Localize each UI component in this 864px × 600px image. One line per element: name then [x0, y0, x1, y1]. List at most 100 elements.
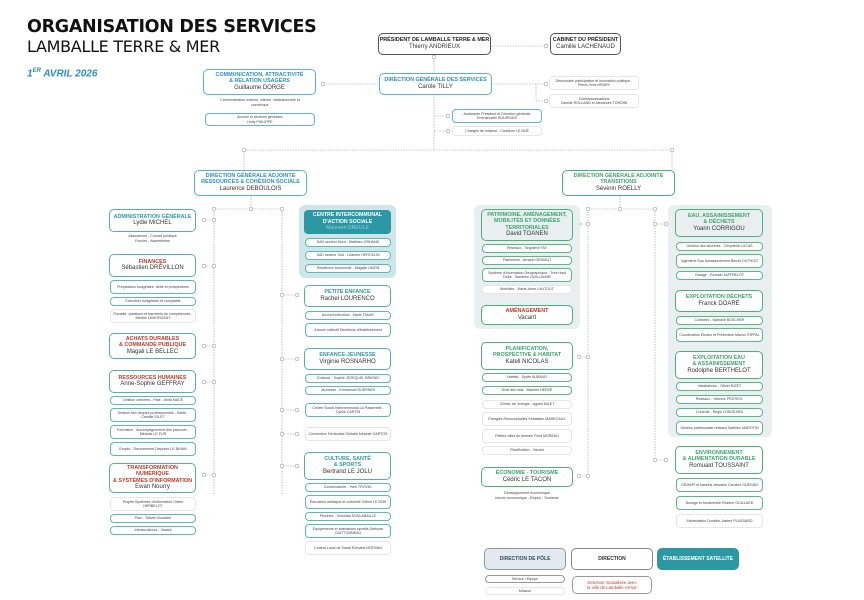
exploitation-eau-item[interactable]: Installations - Olivier BIZET [676, 382, 763, 391]
dgs-box[interactable]: DIRECTION GÉNÉRALE DES SERVICES Carole T… [379, 73, 492, 95]
planification-item-label: Droit des sols - Maxime HERVÉ [501, 388, 553, 393]
dga-transitions-box[interactable]: DIRECTION GÉNÉRALE ADJOINTE TRANSITIONS … [562, 170, 675, 196]
exploitation-eau-item[interactable]: Gestion patrimoniale réseaux Mathieu MAR… [676, 421, 763, 435]
finances-item-label: Fiscalité, dotations et transferts de co… [113, 311, 193, 320]
planification-item[interactable]: Droit des sols - Maxime HERVÉ [482, 386, 572, 395]
environnement-item[interactable]: Bocage et biodiversité Rozenn GUILLARD [676, 496, 763, 510]
petite-enfance-box[interactable]: PETITE ENFANCE Rachel LOURENCO [304, 285, 391, 307]
admin-generale-box[interactable]: ADMINISTRATION GÉNÉRALE Lydie MICHEL [109, 209, 196, 232]
petite-enfance-item[interactable]: Accueil individuel - Marie TANAY [305, 311, 391, 320]
planification-item[interactable]: Planification - Vacant [482, 446, 572, 455]
planification-item[interactable]: Habitat - Sylvie AUBAUD [482, 373, 572, 382]
exploitation-eau-title-line1: EXPLOITATION EAU [693, 354, 745, 361]
rh-item[interactable]: Emploi - Recrutement Delphine LE BIHAN [110, 442, 196, 456]
amenagement-box[interactable]: AMÉNAGEMENT Vacant [481, 305, 573, 325]
numerique-item[interactable]: Parc - Steven Boussier [110, 514, 196, 523]
finances-item[interactable]: Fiscalité, dotations et transferts de co… [110, 309, 196, 323]
patrimoine-item[interactable]: Réseaux - Ségolène FAY [482, 244, 572, 253]
cias-item[interactable]: SAD secteur Sud - Léandre HERCELIN [305, 251, 391, 260]
rh-item[interactable]: Gestion carrières - Paie - Anita MACÉ [110, 396, 196, 405]
patrimoine-item[interactable]: Système d'information Géographique - Trè… [482, 268, 572, 282]
numerique-box[interactable]: TRANSFORMATION NUMÉRIQUE & SYSTÈMES D'IN… [109, 463, 196, 493]
dechets-item[interactable]: Collectes - Nathalie BOSCHER [676, 316, 763, 325]
numerique-item[interactable]: Infrastructures - Vacant [110, 526, 196, 535]
economie-box[interactable]: ÉCONOMIE - TOURISME Cédric LE TACON [481, 467, 573, 487]
exploitation-eau-box[interactable]: EXPLOITATION EAU & ASSAINISSEMENT Rodolp… [675, 351, 763, 379]
exploitation-eau-item[interactable]: Réseaux - Yannick PRZYBYL [676, 395, 763, 404]
environnement-box[interactable]: ENVIRONNEMENT & ALIMENTATION DURABLE Rom… [675, 446, 763, 474]
dechets-item[interactable]: Coordination Études et Prévention Manon … [676, 328, 763, 342]
enfance-item[interactable]: Jeunesse - Emmanuel GUERNES [305, 386, 391, 395]
planification-item[interactable]: Énergies Renouvelables Sébastien MARECAU… [482, 412, 572, 426]
rh-item[interactable]: Gestion des risques professionnels - San… [110, 408, 196, 422]
eau-item[interactable]: Ingénierie Eau Assainissement Benoît DUT… [676, 254, 763, 268]
patrimoine-box[interactable]: PATRIMOINE, AMÉNAGEMENT, MOBILITÉS ET DO… [481, 209, 573, 241]
mission-label: Chargée de mission - Charlène LE NUÉ [465, 128, 529, 133]
patrimoine-item[interactable]: Mobilités - Marie-Anne LAUTOUT [482, 285, 572, 294]
finances-box[interactable]: FINANCES Sébastien DRÉVILLON [109, 254, 196, 277]
culture-item[interactable]: Conservatoire - Yves TROVEL [305, 483, 391, 492]
finances-item[interactable]: Préparation budgétaire, dette et prospec… [110, 280, 196, 294]
accueil-service-name: Holly PHILIPPE [247, 119, 273, 124]
cias-item-label: SAD secteur Nord - Matthieu ORHAND [316, 240, 380, 245]
cabinet-title: CABINET DU PRÉSIDENT [552, 37, 619, 44]
convention-box[interactable]: Convention Territoriale Globale Mélanie … [305, 427, 391, 441]
eau-box[interactable]: EAU, ASSAINISSEMENT & DÉCHETS Yoann CORR… [675, 209, 763, 237]
numerique-item[interactable]: Projets Systèmes d'information Olivier H… [110, 497, 196, 511]
communication-box[interactable]: COMMUNICATION, ATTRACTIVITÉ & RELATION U… [203, 69, 316, 95]
eau-item-label: Ingénierie Eau Assainissement Benoît DUT… [680, 258, 759, 263]
rh-box[interactable]: RESSOURCES HUMAINES Anne-Sophie GEFFRAY [109, 370, 196, 393]
numerique-title-line2: & SYSTÈMES D'INFORMATION [112, 477, 193, 484]
president-box[interactable]: PRÉSIDENT DE LAMBALLE TERRE & MER Thierr… [378, 33, 491, 55]
contractualisations-box[interactable]: Contractualisations Camille ROLLAND et A… [549, 94, 639, 108]
dechets-box[interactable]: EXPLOITATION DÉCHETS Franck DOARÉ [675, 290, 763, 312]
page-subtitle: LAMBALLE TERRE & MER [27, 37, 220, 56]
culture-box[interactable]: CULTURE, SANTÉ & SPORTS Bertrand LE JOLU [304, 452, 391, 480]
cabinet-box[interactable]: CABINET DU PRÉSIDENT Camille LACHENAUD [550, 33, 621, 55]
exploitation-eau-item[interactable]: Contrôle - Régis LONGEARD [676, 408, 763, 417]
culture-item-label: Contrat Local de Santé Romane MORVAN [314, 545, 382, 550]
culture-item[interactable]: Contrat Local de Santé Romane MORVAN [305, 541, 391, 555]
mission-box[interactable]: Chargée de mission - Charlène LE NUÉ [452, 126, 542, 136]
environnement-item[interactable]: GEMAPI et bassins versants Caroline GUÉG… [676, 478, 763, 492]
exploitation-eau-item-label: Gestion patrimoniale réseaux Mathieu MAR… [680, 425, 759, 430]
achats-box[interactable]: ACHATS DURABLES & COMMANDE PUBLIQUE Maga… [109, 333, 196, 359]
patrimoine-item[interactable]: Patrimoine - Arnaud DENIAUT [482, 256, 572, 265]
planification-item[interactable]: Climat, air, énergie - Agnès MILET [482, 400, 572, 409]
assistante-box[interactable]: Assistante Président et Direction généra… [452, 109, 542, 123]
planification-box[interactable]: PLANIFICATION, PROSPECTIVE & HABITAT Kat… [481, 342, 573, 370]
eau-item-label: Gestion des abonnés - Chrystelle LUCAS [686, 244, 753, 249]
eau-name: Yoann CORRIGOU [693, 225, 745, 232]
enfance-item[interactable]: Enfance - Sophie JEZEQUEL BRIEND [305, 374, 391, 383]
cias-item[interactable]: SAD secteur Nord - Matthieu ORHAND [305, 238, 391, 247]
dga-transitions-title-line1: DIRECTION GÉNÉRALE ADJOINTE [573, 172, 664, 179]
cias-header[interactable]: CENTRE INTERCOMMUNAL D'ACTION SOCIALE Ma… [304, 210, 391, 234]
culture-item[interactable]: Équipements et animations sportifs Débor… [305, 524, 391, 538]
democratie-label: Démocratie participative et innovation p… [555, 78, 633, 87]
communication-title-line1: COMMUNICATION, ATTRACTIVITÉ [215, 71, 304, 78]
democratie-box[interactable]: Démocratie participative et innovation p… [549, 76, 639, 90]
culture-item[interactable]: Piscines - Gwendal SOULABAILLE [305, 512, 391, 521]
convention-label: Convention Territoriale Globale Mélanie … [308, 431, 388, 436]
accueil-service-box[interactable]: Accueil et services généraux Holly PHILI… [205, 113, 315, 126]
eau-item[interactable]: Gestion des abonnés - Chrystelle LUCAS [676, 242, 763, 251]
dga-ressources-box[interactable]: DIRECTION GÉNÉRALE ADJOINTE RESSOURCES &… [194, 170, 307, 196]
planification-title-line1: PLANIFICATION, [505, 345, 549, 352]
environnement-item[interactable]: Alimentation Durable Justine PLASSARD [676, 514, 763, 528]
planification-item[interactable]: Petites villes de demain Flora MOREAU [482, 429, 572, 443]
patrimoine-item-label: Mobilités - Marie-Anne LAUTOUT [500, 287, 554, 292]
finances-item[interactable]: Exécution budgétaire et comptable [110, 297, 196, 306]
admin-generale-title: ADMINISTRATION GÉNÉRALE [113, 213, 192, 220]
petite-enfance-item[interactable]: Accueil collectif Directions d'établisse… [305, 323, 391, 337]
enfance-jeunesse-box[interactable]: ENFANCE-JEUNESSE Virginie ROSNARHO [304, 348, 391, 370]
admin-generale-name: Lydie MICHEL [133, 220, 172, 227]
rh-item[interactable]: Formation - Accompagnement des parcours … [110, 425, 196, 439]
contractualisations-label: Contractualisations [578, 96, 610, 101]
exploitation-eau-title-line2: & ASSAINISSEMENT [692, 361, 746, 368]
centre-social-box[interactable]: Centre Social Intercommunal La Passerell… [305, 403, 391, 417]
cias-item[interactable]: Résidence autonomie - Magalie UMON [305, 264, 391, 273]
eau-item[interactable]: Garage - Romain JAFFRELOT [676, 271, 763, 280]
communication-title-line2: & RELATION USAGERS [229, 78, 290, 85]
culture-item[interactable]: Éducation artistique et culturelle Célin… [305, 495, 391, 509]
